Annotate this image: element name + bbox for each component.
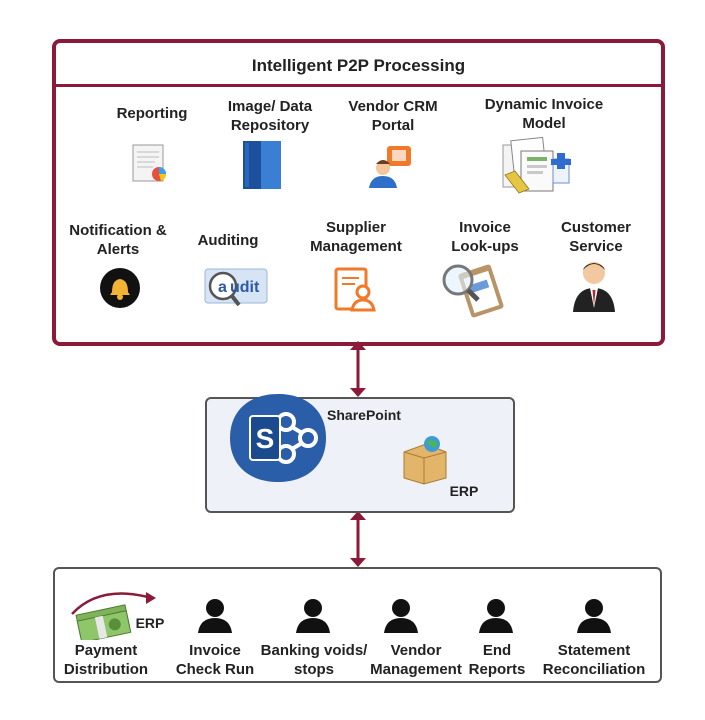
person-icon xyxy=(296,599,330,633)
module-label-lookups-2: Look-ups xyxy=(451,238,519,255)
person-icon xyxy=(577,599,611,633)
supplier-icon xyxy=(334,267,376,312)
vendor-portal-icon xyxy=(369,146,411,188)
svg-text:a: a xyxy=(218,279,227,296)
diagram-title: Intelligent P2P Processing xyxy=(251,56,466,75)
bell-icon xyxy=(100,268,140,308)
arrow-top-to-middle xyxy=(350,341,366,397)
arrow-middle-to-bottom xyxy=(350,511,366,567)
sharepoint-letter: S xyxy=(256,423,275,454)
module-label-notification-1: Notification & xyxy=(69,222,167,239)
module-label-supplier-2: Management xyxy=(310,238,402,255)
audit-icon: a udit xyxy=(204,268,268,307)
report-icon xyxy=(132,144,167,182)
module-label-auditing: Auditing xyxy=(197,232,259,249)
bottom-label-payment-2: Distribution xyxy=(63,661,149,678)
module-label-customer-2: Service xyxy=(569,238,623,255)
downstream-activities-box xyxy=(53,567,662,683)
money-icon xyxy=(71,592,156,640)
customer-person-icon xyxy=(573,262,615,312)
bottom-label-checkrun-1: Invoice xyxy=(189,642,241,659)
repository-icon xyxy=(243,141,281,189)
module-label-vendor-crm-1: Vendor CRM xyxy=(348,98,438,115)
bottom-label-vendor-2: Management xyxy=(370,661,462,678)
module-label-repository-2: Repository xyxy=(230,117,310,134)
person-icon xyxy=(384,599,418,633)
person-icon xyxy=(198,599,232,633)
module-label-supplier-1: Supplier xyxy=(325,219,386,236)
bottom-label-banking-1: Banking voids/ xyxy=(260,642,368,659)
bottom-label-banking-2: stops xyxy=(293,661,334,678)
module-label-vendor-crm-2: Portal xyxy=(371,117,415,134)
erp-label-bottom: ERP xyxy=(135,615,165,631)
bottom-label-reports-2: Reports xyxy=(468,661,526,678)
svg-text:udit: udit xyxy=(230,279,260,296)
module-label-reporting: Reporting xyxy=(116,105,188,122)
module-label-notification-2: Alerts xyxy=(96,241,140,258)
sharepoint-icon: S xyxy=(230,394,326,482)
bottom-label-statement-2: Reconciliation xyxy=(542,661,646,678)
bottom-label-statement-1: Statement xyxy=(557,642,631,659)
invoice-model-icon xyxy=(502,136,571,194)
title-separator xyxy=(52,84,665,87)
person-icon xyxy=(479,599,513,633)
module-label-customer-1: Customer xyxy=(560,219,631,236)
module-label-invoice-model-1: Dynamic Invoice xyxy=(484,96,604,113)
erp-box-icon xyxy=(403,436,447,485)
bottom-label-reports-1: End xyxy=(482,642,512,659)
module-label-invoice-model-2: Model xyxy=(522,115,566,132)
module-label-repository-1: Image/ Data xyxy=(227,98,313,115)
erp-label-middle: ERP xyxy=(449,483,479,499)
module-label-lookups-1: Invoice xyxy=(459,219,511,236)
bottom-label-vendor-1: Vendor xyxy=(390,642,442,659)
bottom-label-checkrun-2: Check Run xyxy=(175,661,255,678)
bottom-label-payment-1: Payment xyxy=(74,642,138,659)
magnifier-clipboard-icon xyxy=(442,264,504,318)
sharepoint-label: SharePoint xyxy=(327,407,401,423)
